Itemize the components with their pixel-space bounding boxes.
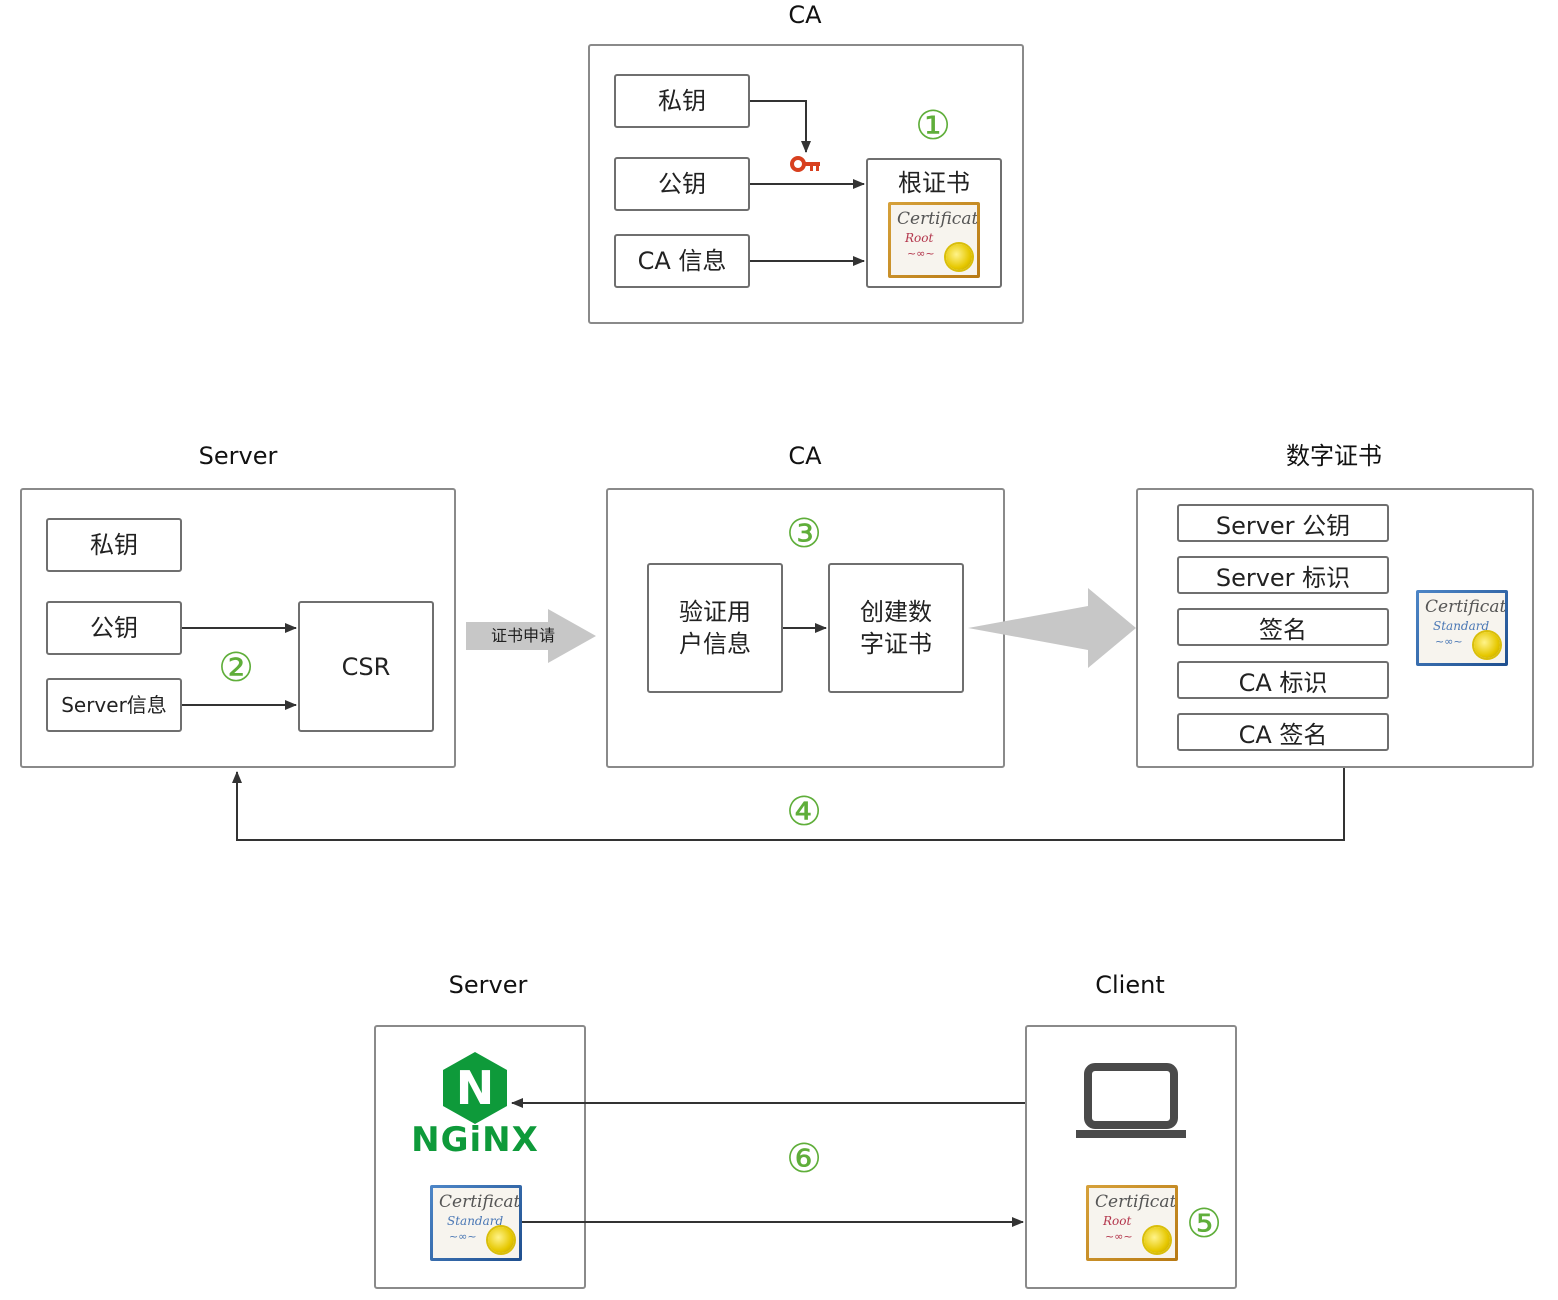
- top-public-key-box: 公钥: [614, 157, 750, 211]
- nginx-logo-letter: N: [455, 1061, 495, 1115]
- certificate-sub: Root: [905, 231, 934, 245]
- certificate-word: Certificate: [1095, 1192, 1175, 1212]
- key-icon: [790, 156, 820, 172]
- server-public-key-box: 公钥: [46, 601, 182, 655]
- cert-request-label: 证书申请: [490, 626, 555, 645]
- field-signature: 签名: [1177, 608, 1389, 646]
- top-ca-title: CA: [788, 1, 822, 29]
- middle-server-title: Server: [198, 442, 278, 470]
- certificate-sub: Standard: [1433, 619, 1490, 633]
- server-private-key-box: 私钥: [46, 518, 182, 572]
- create-cert-label: 创建数字证书: [860, 598, 932, 658]
- csr-box: CSR: [298, 601, 434, 732]
- verify-user-info-box: 验证用户信息: [647, 563, 783, 693]
- create-cert-box: 创建数字证书: [828, 563, 964, 693]
- field-ca-signature: CA 签名: [1177, 713, 1389, 751]
- cert-request-arrow: [466, 609, 596, 663]
- certificate-word: Certificate: [1425, 597, 1505, 617]
- bottom-server-title: Server: [448, 971, 528, 999]
- issue-cert-arrow: [968, 588, 1136, 668]
- step-6-marker: ⑥: [786, 1136, 822, 1182]
- client-root-certificate-icon: Certificate Root ~∞~: [1086, 1185, 1178, 1261]
- top-private-key-box: 私钥: [614, 74, 750, 128]
- digital-cert-title: 数字证书: [1286, 442, 1382, 470]
- verify-user-info-label: 验证用户信息: [679, 598, 751, 658]
- certificate-word: Certificate: [897, 209, 977, 229]
- field-server-public-key: Server 公钥: [1177, 504, 1389, 542]
- return-cert-connector: [232, 768, 1345, 841]
- certificate-word: Certificate: [439, 1192, 519, 1212]
- seal-icon: [946, 244, 972, 270]
- server-standard-certificate-icon: Certificate Standard ~∞~: [430, 1185, 522, 1261]
- field-server-identity: Server 标识: [1177, 556, 1389, 594]
- seal-icon: [1474, 632, 1500, 658]
- certificate-sub: Root: [1103, 1214, 1132, 1228]
- seal-icon: [488, 1227, 514, 1253]
- root-certificate-icon: Certificate Root ~∞~: [888, 202, 980, 278]
- private-key-connector: [750, 100, 811, 153]
- step-3-marker: ③: [786, 511, 822, 557]
- laptop-icon: [1076, 1063, 1186, 1138]
- field-ca-identity: CA 标识: [1177, 661, 1389, 699]
- root-cert-label: 根证书: [898, 169, 970, 197]
- step-5-marker: ⑤: [1186, 1201, 1222, 1247]
- bottom-client-title: Client: [1095, 971, 1165, 999]
- server-info-box: Server信息: [46, 678, 182, 732]
- nginx-wordmark: NGiNX: [411, 1120, 539, 1160]
- step-4-marker: ④: [786, 789, 822, 835]
- middle-ca-title: CA: [788, 442, 822, 470]
- standard-certificate-icon: Certificate Standard ~∞~: [1416, 590, 1508, 666]
- top-ca-info-box: CA 信息: [614, 234, 750, 288]
- step-1-marker: ①: [915, 103, 951, 149]
- seal-icon: [1144, 1227, 1170, 1253]
- nginx-logo-icon: [443, 1052, 507, 1124]
- step-2-marker: ②: [218, 645, 254, 691]
- certificate-sub: Standard: [447, 1214, 504, 1228]
